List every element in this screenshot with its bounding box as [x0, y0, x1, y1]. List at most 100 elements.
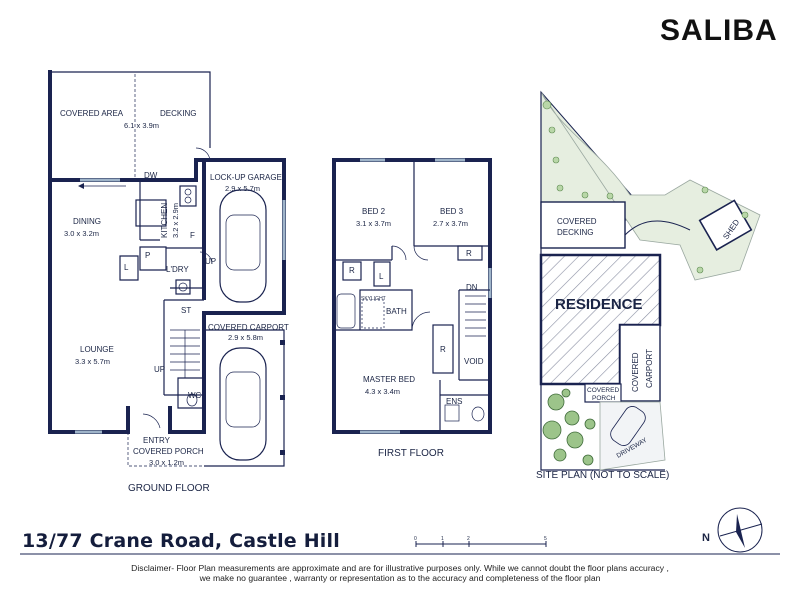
stair-walls — [163, 299, 204, 396]
decking-label: DECKING — [160, 109, 196, 118]
r-label-master: R — [440, 345, 446, 354]
master-dim: 4.3 x 3.4m — [365, 387, 400, 396]
ground-wall-south — [168, 311, 206, 434]
bed3-label: BED 3 — [440, 207, 464, 216]
brand-logo: SALIBA — [660, 14, 778, 47]
ground-floor-plan: COVERED AREA DECKING 6.1 x 3.9m DINING 3… — [48, 70, 289, 494]
stairs — [170, 329, 200, 378]
master-door-arc — [411, 311, 431, 331]
carport-outline — [204, 329, 285, 467]
porch-outline — [127, 432, 204, 467]
first-stairs — [465, 295, 486, 337]
garage-dim: 2.9 x 5.7m — [225, 184, 260, 193]
entry-door-arc — [142, 413, 161, 429]
dining-label: DINING — [73, 217, 101, 226]
lounge-dim: 3.3 x 5.7m — [75, 357, 110, 366]
carport-dim: 2.9 x 5.8m — [228, 333, 263, 342]
site-plan-title: SITE PLAN (NOT TO SCALE) — [536, 470, 669, 481]
wc-room — [177, 377, 205, 409]
site-covered-label: COVERED — [557, 217, 597, 226]
skylight — [361, 299, 385, 329]
site-porch-label1: COVERED — [587, 387, 619, 394]
robe-bed3 — [457, 245, 483, 261]
garage-car-icon — [219, 189, 267, 303]
wc-toilet — [186, 393, 198, 407]
site-car-icon — [610, 406, 646, 446]
l-label-first: L — [379, 272, 384, 281]
site-plan: COVERED DECKING SHED RESIDENCE COVERED C… — [536, 90, 761, 481]
scale-5: 5 — [544, 536, 547, 542]
entry-label: ENTRY — [143, 436, 171, 445]
compass-north-label: N — [702, 532, 710, 544]
disclaimer-line-1: Disclaimer- Floor Plan measurements are … — [131, 563, 669, 573]
master-label: MASTER BED — [363, 375, 415, 384]
st-label: ST — [181, 306, 191, 315]
site-covered-decking — [540, 201, 626, 249]
l-label: L — [124, 263, 129, 272]
scale-1: 1 — [441, 536, 444, 542]
dw-label: DW — [144, 171, 158, 180]
porch-label: COVERED PORCH — [133, 447, 204, 456]
kitchen-dim: 3.2 x 2.9m — [171, 203, 180, 238]
up-label-garage: UP — [205, 257, 216, 266]
bed2-label: BED 2 — [362, 207, 386, 216]
site-covered-carport — [619, 324, 661, 402]
scale-2: 2 — [467, 536, 470, 542]
decking-dim: 6.1 x 3.9m — [124, 121, 159, 130]
kitchen-island — [135, 199, 167, 227]
bed3-dim: 2.7 x 3.7m — [433, 219, 468, 228]
dining-dim: 3.0 x 3.2m — [64, 229, 99, 238]
site-trees — [542, 388, 596, 466]
ground-floor-title: GROUND FLOOR — [128, 483, 210, 494]
site-decking-label: DECKING — [557, 228, 593, 237]
first-floor-title: FIRST FLOOR — [378, 448, 444, 459]
ensuite-walls — [439, 380, 490, 432]
wc-label: WC — [188, 391, 202, 400]
bed-door-arcs — [391, 245, 429, 261]
linen-first — [373, 261, 391, 287]
ens-label: ENS — [446, 397, 462, 406]
scale-0: 0 — [414, 536, 417, 542]
site-porch-label2: PORCH — [592, 395, 616, 402]
porch-dim: 3.0 x 1.2m — [149, 458, 184, 467]
carport-car-icon — [219, 347, 267, 461]
bed2-dim: 3.1 x 3.7m — [356, 219, 391, 228]
carport-label: COVERED CARPORT — [208, 323, 289, 332]
r-label-bed3: R — [466, 249, 472, 258]
lounge-label: LOUNGE — [80, 345, 114, 354]
entry-walls — [126, 406, 172, 434]
r-label-bed2: R — [349, 266, 355, 275]
up-label-stairs: UP — [154, 365, 165, 374]
robe-master — [432, 324, 454, 374]
laundry-label: L'DRY — [166, 265, 189, 274]
hall-walls — [391, 245, 428, 260]
p-label: P — [145, 251, 150, 260]
dn-label: DN — [466, 283, 478, 292]
void-walls — [458, 289, 490, 381]
site-residence-label: RESIDENCE — [555, 296, 643, 313]
linen-cupboard — [119, 255, 139, 281]
site-path — [624, 220, 691, 236]
first-floor-plan: BED 2 3.1 x 3.7m BED 3 2.7 x 3.7m R R L … — [332, 158, 492, 459]
deck-outline — [50, 71, 211, 148]
void-label: VOID — [464, 357, 484, 366]
laundry-room — [139, 246, 167, 271]
stove — [179, 185, 197, 207]
site-covered-carport-label1: COVERED — [631, 352, 640, 392]
scale-bar: 0 1 2 5 — [414, 536, 547, 547]
garage-door-arc — [199, 251, 213, 265]
covered-area-label: COVERED AREA — [60, 109, 124, 118]
kitchen-wall — [139, 180, 160, 241]
ens-toilet — [471, 406, 485, 422]
site-driveway — [599, 401, 666, 471]
disclaimer: Disclaimer- Floor Plan measurements are … — [0, 563, 800, 583]
f-label: F — [190, 231, 195, 240]
laundry-tub — [175, 279, 191, 295]
bed-divider-walls — [334, 160, 490, 261]
disclaimer-line-2: we make no guarantee , warranty or repre… — [199, 573, 601, 583]
compass-icon: N — [702, 507, 763, 553]
garage-label: LOCK-UP GARAGE — [210, 173, 282, 182]
robe-bed2 — [342, 261, 362, 281]
bath-walls — [334, 289, 413, 331]
